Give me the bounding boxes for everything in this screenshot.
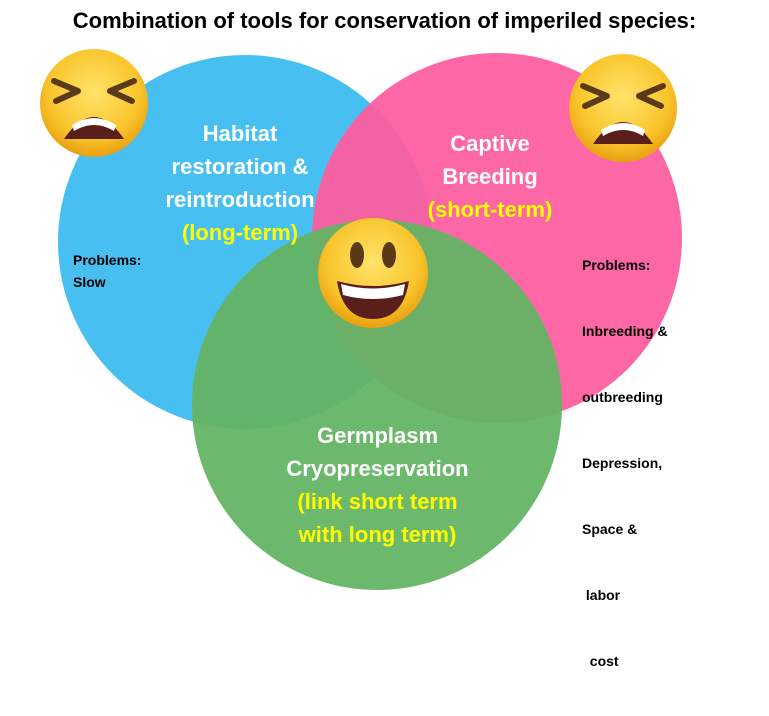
problem-line: Depression, <box>582 455 663 471</box>
habitat-problems: Problems: Slow <box>73 249 141 293</box>
habitat-label-line: Habitat <box>202 121 278 146</box>
problem-line: Slow <box>73 274 106 290</box>
problem-line: Problems: <box>582 257 651 273</box>
grinning-face-icon <box>318 218 428 328</box>
captive-problems: Problems: Inbreeding & outbreeding Depre… <box>582 210 668 716</box>
habitat-label: Habitat restoration & reintroduction (lo… <box>120 117 360 249</box>
habitat-label-line: restoration & <box>171 154 309 179</box>
captive-label-line: Breeding <box>442 164 538 189</box>
problem-line: labor <box>582 587 621 603</box>
germplasm-circle <box>192 220 562 590</box>
habitat-term: (long-term) <box>181 220 299 245</box>
tired-face-icon <box>569 54 677 162</box>
venn-circles <box>40 49 682 590</box>
captive-term: (short-term) <box>427 197 553 222</box>
captive-label-line: Captive <box>450 131 530 156</box>
problem-line: Problems: <box>73 252 142 268</box>
germplasm-label: Germplasm Cryopreservation (link short t… <box>250 419 505 551</box>
germplasm-term: (link short term <box>297 489 458 514</box>
diagram-title: Combination of tools for conservation of… <box>72 8 697 33</box>
problem-line: Space & <box>582 521 638 537</box>
venn-diagram: Combination of tools for conservation of… <box>40 8 697 669</box>
problem-line: Inbreeding & <box>582 323 668 339</box>
germplasm-label-line: Germplasm <box>316 423 439 448</box>
germplasm-label-line: Cryopreservation <box>286 456 469 481</box>
problem-line: cost <box>582 653 619 669</box>
captive-label: Captive Breeding (short-term) <box>400 127 580 226</box>
germplasm-term: with long term) <box>298 522 457 547</box>
tired-face-icon <box>40 49 148 157</box>
habitat-label-line: reintroduction <box>165 187 315 212</box>
problem-line: outbreeding <box>582 389 663 405</box>
